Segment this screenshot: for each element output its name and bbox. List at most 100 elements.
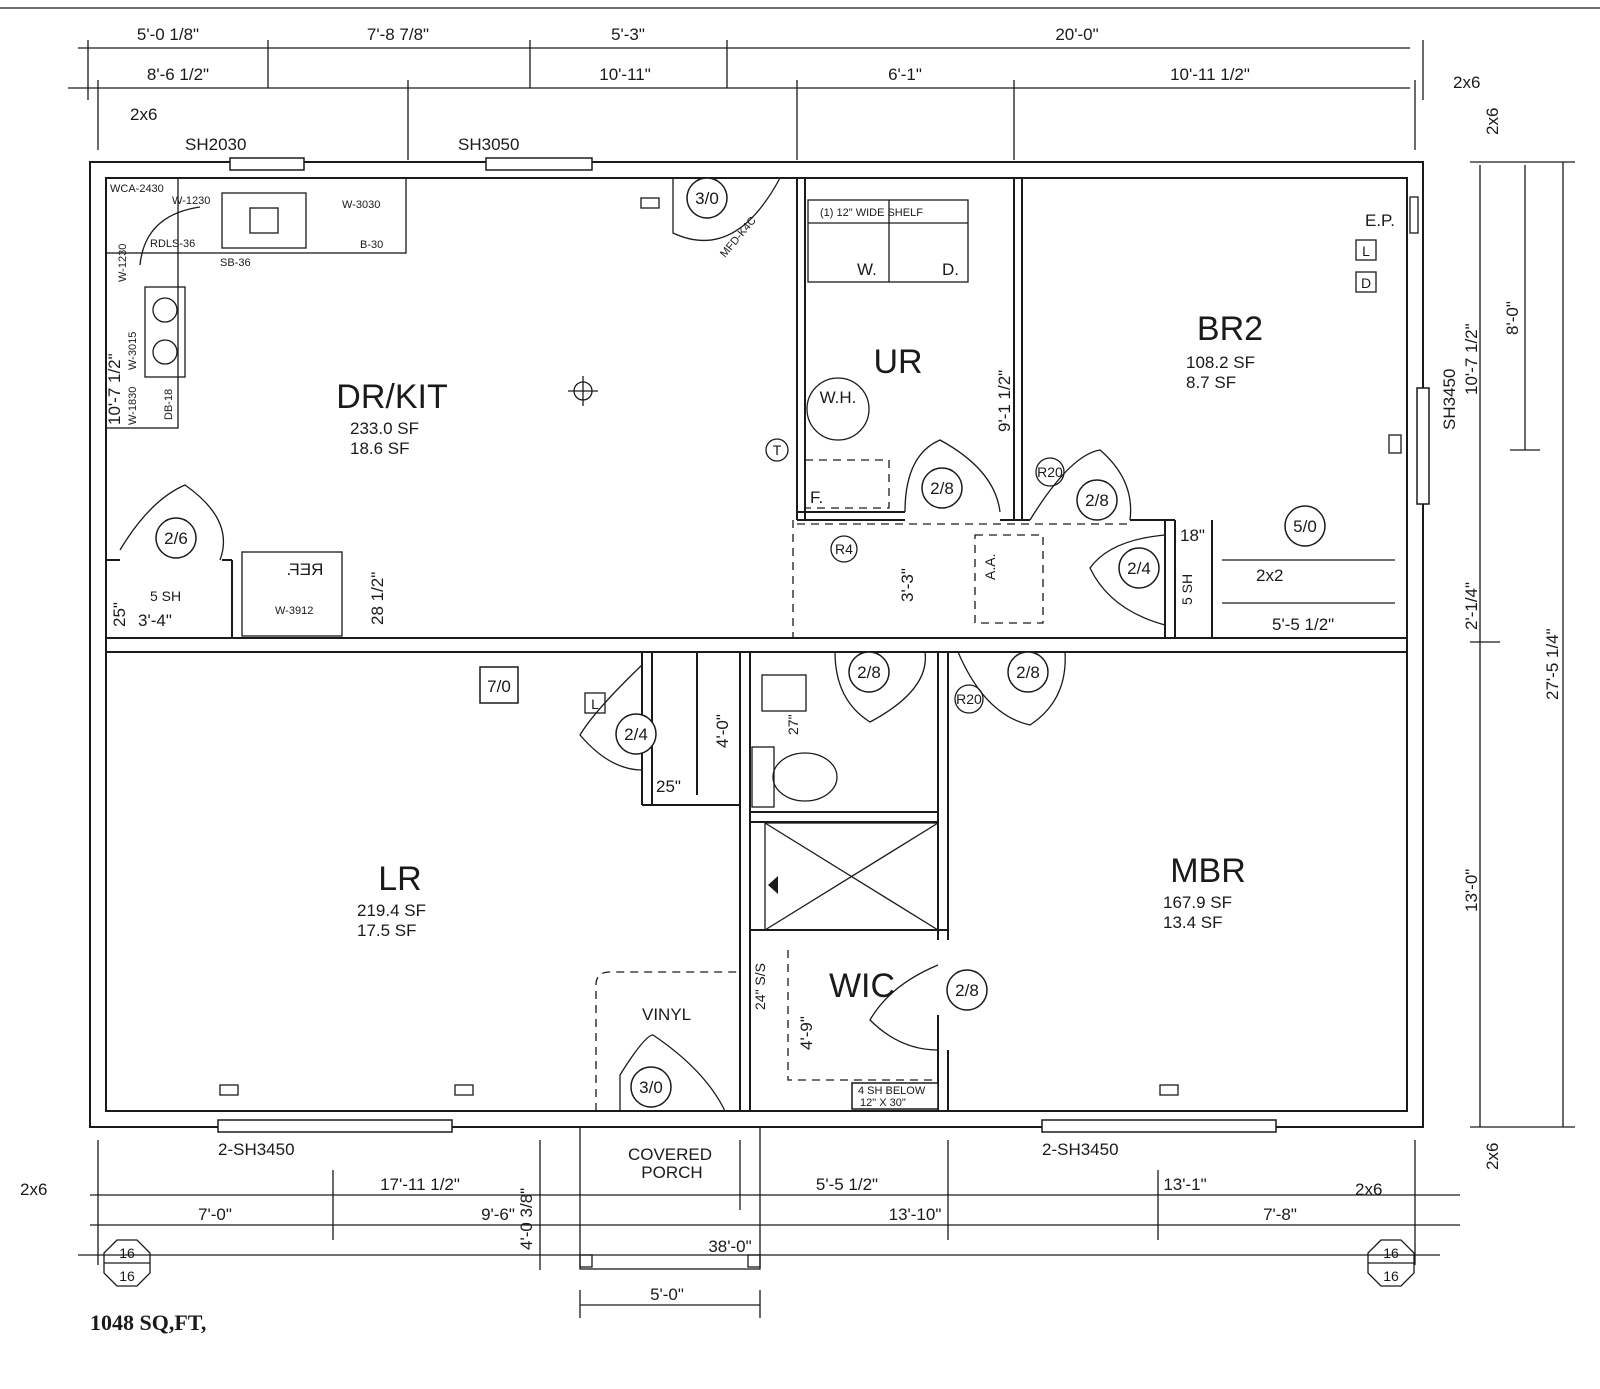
lr-l-label: L <box>591 696 599 712</box>
window-sh3450-label: SH3450 <box>1440 369 1459 430</box>
w1830-label: W-1830 <box>127 387 139 425</box>
room-mbr-area: 167.9 SF <box>1163 893 1232 912</box>
dim-top-5: 8'-6 1/2" <box>147 65 209 84</box>
room-lr-area: 219.4 SF <box>357 901 426 920</box>
badge-right-bottom: 16 <box>1383 1268 1399 1284</box>
window-sh3050-label: SH3050 <box>458 135 519 154</box>
door-pantry: 2/6 <box>164 529 188 548</box>
wic-depth-dim: 4'-9" <box>797 1016 816 1050</box>
shelf-label: (1) 12" WIDE SHELF <box>820 207 923 219</box>
b30-label: B-30 <box>360 239 383 251</box>
w1230-top-label: W-1230 <box>172 195 210 207</box>
opening-7-0: 7/0 <box>487 677 511 696</box>
db18-label: DB-18 <box>163 389 175 420</box>
dim-top-8: 10'-11 1/2" <box>1170 65 1250 84</box>
octagon-badges: 16 16 16 16 <box>103 1239 1415 1287</box>
room-lr-area2: 17.5 SF <box>357 921 417 940</box>
bottom-dimensions: 17'-11 1/2" 5'-5 1/2" 13'-1" 7'-0" 9'-6"… <box>20 1140 1502 1270</box>
right-dimensions: 8'-0" 10'-7 1/2" 13'-0" 27'-5 1/4" 2'-1/… <box>1462 161 1575 1128</box>
kitchen-length-dim: 10'-7 1/2" <box>105 353 124 425</box>
room-mbr: MBR <box>1170 852 1246 890</box>
rdls-label: RDLS-36 <box>150 238 195 250</box>
bath-fixtures: 27" R20 L 4'-0" 25" 24" S/S 4'-9" <box>219 674 1179 1096</box>
framing-2x6-right-top: 2x6 <box>1483 108 1502 135</box>
dim-top-7: 6'-1" <box>888 65 922 84</box>
hall-width-dim: 3'-3" <box>898 568 917 602</box>
wic-sh-label: 4 SH BELOW <box>858 1085 926 1097</box>
closet-18-dim: 18" <box>1180 526 1205 545</box>
framing-2x6-top-left: 2x6 <box>130 105 157 124</box>
window-mbr-label: 2-SH3450 <box>1042 1140 1119 1159</box>
wic-shelf-label: 24" S/S <box>752 963 768 1010</box>
dim-top-3: 5'-3" <box>611 25 645 44</box>
porch-width-dim: 5'-0" <box>650 1285 684 1304</box>
wca-label: WCA-2430 <box>110 183 164 195</box>
ep-label: E.P. <box>1365 211 1395 230</box>
window-sh3450-br2 <box>1416 387 1430 505</box>
window-lr-label: 2-SH3450 <box>218 1140 295 1159</box>
dim-top-1: 5'-0 1/8" <box>137 25 199 44</box>
dim-bottom-5: 9'-6" <box>481 1205 515 1224</box>
room-lr: LR <box>378 860 421 898</box>
r20-upper-label: R20 <box>1037 464 1063 480</box>
interior-walls <box>105 178 1408 1111</box>
utility-fixtures: (1) 12" WIDE SHELF W. D. W.H. F. 9'-1 1/… <box>765 199 1065 624</box>
badge-left-bottom: 16 <box>119 1268 135 1284</box>
dim-top-6: 10'-11" <box>599 65 651 84</box>
dim-right-a: 8'-0" <box>1503 301 1522 335</box>
door-mbr: 2/8 <box>1016 663 1040 682</box>
room-drkit-area2: 18.6 SF <box>350 439 410 458</box>
kitchen-fixtures: WCA-2430 W-1230 W-3030 B-30 RDLS-36 SB-3… <box>105 177 660 637</box>
furnace-label: F. <box>810 488 823 507</box>
windows: SH2030 SH3050 SH3450 2-SH3450 2-SH3450 5… <box>150 135 1459 1159</box>
framing-2x6-bottom-right: 2x6 <box>1355 1180 1382 1199</box>
w3015-label: W-3015 <box>127 332 139 370</box>
door-bath: 2/8 <box>857 663 881 682</box>
window-sh2030 <box>229 157 305 171</box>
ref-depth-dim: 28 1/2" <box>368 572 387 625</box>
framing-2x6-right-bottom: 2x6 <box>1483 1143 1502 1170</box>
aa-label: A.A. <box>982 554 998 580</box>
door-kitchen-exterior: 3/0 <box>695 189 719 208</box>
badge-right-top: 16 <box>1383 1245 1399 1261</box>
bath-depth-dim: 4'-0" <box>713 714 732 748</box>
overall-width-dim: 38'-0" <box>708 1237 751 1256</box>
door-br2-closet: 2/4 <box>1127 559 1151 578</box>
door-br2: 2/8 <box>1085 491 1109 510</box>
room-br2-area: 108.2 SF <box>1186 353 1255 372</box>
dim-top-4: 20'-0" <box>1055 25 1098 44</box>
window-sh2030-label: SH2030 <box>185 135 246 154</box>
dim-bottom-3: 13'-1" <box>1163 1175 1206 1194</box>
pantry-width-dim: 3'-4" <box>138 611 172 630</box>
dim-bottom-6: 13'-10" <box>889 1205 942 1224</box>
dim-right-b: 10'-7 1/2" <box>1462 323 1481 395</box>
r4-label: R4 <box>835 541 853 557</box>
window-lr <box>217 1119 453 1133</box>
lr-closet-25-dim: 25" <box>656 777 681 796</box>
room-labels: DR/KIT 233.0 SF 18.6 SF UR BR2 108.2 SF … <box>336 310 1263 1024</box>
door-br2-window: 5/0 <box>1293 517 1317 536</box>
room-br2: BR2 <box>1197 310 1263 348</box>
ref-label: REF. <box>287 560 324 579</box>
wic-window-box <box>851 1082 939 1110</box>
bath-27-dim: 27" <box>785 714 801 735</box>
br2-closet-sh-label: 5 SH <box>1179 574 1195 605</box>
pantry-25-dim: 25" <box>110 602 129 627</box>
water-heater-label: W.H. <box>820 388 857 407</box>
dim-bottom-4: 7'-0" <box>198 1205 232 1224</box>
dashed-lines <box>380 520 1130 1111</box>
doors: 3/0 MFD-K4C 2/6 2/8 2/8 2/4 5/0 2/8 2/8 … <box>119 177 1326 1112</box>
door-lr-closet: 2/4 <box>624 725 648 744</box>
door-front: 3/0 <box>639 1078 663 1097</box>
porch-label-1: COVERED <box>628 1145 712 1164</box>
covered-porch: COVERED PORCH 5'-0" 4'-0 3/8" <box>517 1126 761 1318</box>
room-br2-area2: 8.7 SF <box>1186 373 1236 392</box>
room-ur: UR <box>873 343 922 381</box>
br2-fixtures: E.P. L D 18" 2x2 5'-5 1/2" <box>1180 196 1419 634</box>
total-area: 1048 SQ,FT, <box>90 1310 206 1335</box>
dim-bottom-7: 7'-8" <box>1263 1205 1297 1224</box>
window-sh3050 <box>485 157 593 171</box>
dim-top-2: 7'-8 7/8" <box>367 25 429 44</box>
top-dimensions: 5'-0 1/8" 7'-8 7/8" 5'-3" 20'-0" 8'-6 1/… <box>68 25 1502 160</box>
